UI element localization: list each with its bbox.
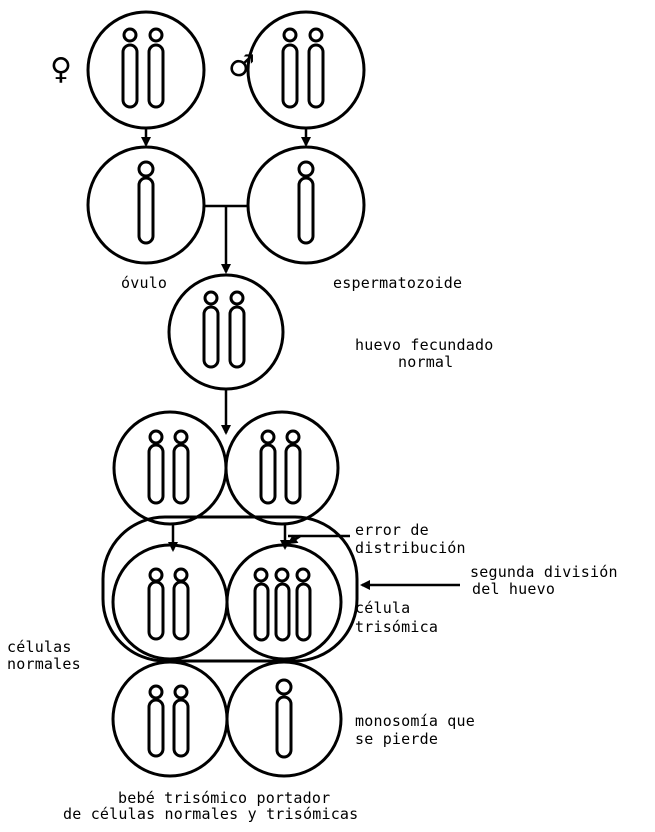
- espermatozoide-cell: [246, 145, 366, 265]
- male-symbol-icon: ♂: [228, 49, 255, 84]
- chromosome: [274, 567, 291, 642]
- chromosome: [295, 567, 312, 642]
- chromosome: [172, 567, 190, 641]
- label-error: error de: [355, 521, 429, 539]
- label-huevo-fecundado: huevo fecundado: [355, 336, 494, 354]
- label-monosomia: monosomía que: [355, 712, 475, 730]
- chromosome: [284, 429, 302, 505]
- label-segunda-division: segunda división: [470, 563, 618, 581]
- ovulo-cell: [86, 145, 206, 265]
- label-huevo-normal: normal: [398, 353, 454, 371]
- chromosome: [281, 27, 299, 109]
- fertilization-connector: [204, 204, 248, 274]
- chromosome: [147, 429, 165, 505]
- chromosome: [172, 684, 190, 758]
- female-parent-cell: [86, 10, 206, 130]
- female-symbol-icon: ♀: [50, 52, 72, 87]
- chromosome: [137, 160, 155, 245]
- chromosome: [275, 678, 293, 759]
- chromosome: [228, 290, 246, 369]
- monosomic-cell: [225, 660, 343, 778]
- label-distribucion: distribución: [355, 539, 466, 557]
- first-division-left-cell: [112, 410, 228, 526]
- chromosome: [147, 684, 165, 758]
- chromosome: [147, 567, 165, 641]
- trisomic-cell: [225, 543, 343, 661]
- first-division-right-cell: [224, 410, 340, 526]
- label-ovulo: óvulo: [121, 274, 168, 292]
- label-bebe-trisomico: bebé trisómico portador: [118, 789, 331, 807]
- chromosome: [297, 160, 315, 245]
- label-normales: normales: [7, 655, 81, 673]
- label-celula: célula: [355, 599, 411, 617]
- label-trisomica: trisómica: [355, 618, 439, 636]
- chromosome: [253, 567, 270, 642]
- error-arrow: [287, 534, 350, 545]
- chromosome: [147, 27, 165, 109]
- chromosome: [307, 27, 325, 109]
- chromosome: [121, 27, 139, 109]
- male-parent-cell: [246, 10, 366, 130]
- chromosome: [172, 429, 190, 505]
- normal-cell-second-division: [111, 543, 229, 661]
- fertilized-egg-cell: [167, 273, 285, 391]
- label-celulas: células: [7, 638, 72, 656]
- chromosome: [202, 290, 220, 369]
- label-espermatozoide: espermatozoide: [333, 274, 463, 292]
- normal-cell-bottom: [111, 660, 229, 778]
- chromosome: [259, 429, 277, 505]
- second-division-enclosure: [101, 515, 359, 663]
- label-se-pierde: se pierde: [355, 730, 439, 748]
- label-del-huevo: del huevo: [472, 580, 556, 598]
- label-celulas-normales-trisomicas: de células normales y trisómicas: [63, 805, 359, 823]
